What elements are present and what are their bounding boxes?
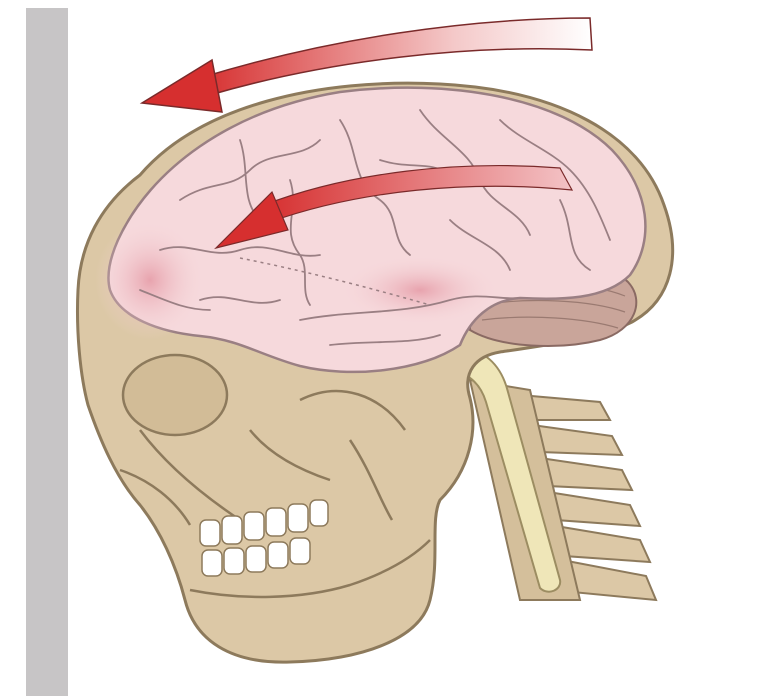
frontal-bruise bbox=[95, 220, 205, 340]
temporal-bruise bbox=[340, 255, 500, 325]
impact-wall bbox=[26, 8, 68, 696]
